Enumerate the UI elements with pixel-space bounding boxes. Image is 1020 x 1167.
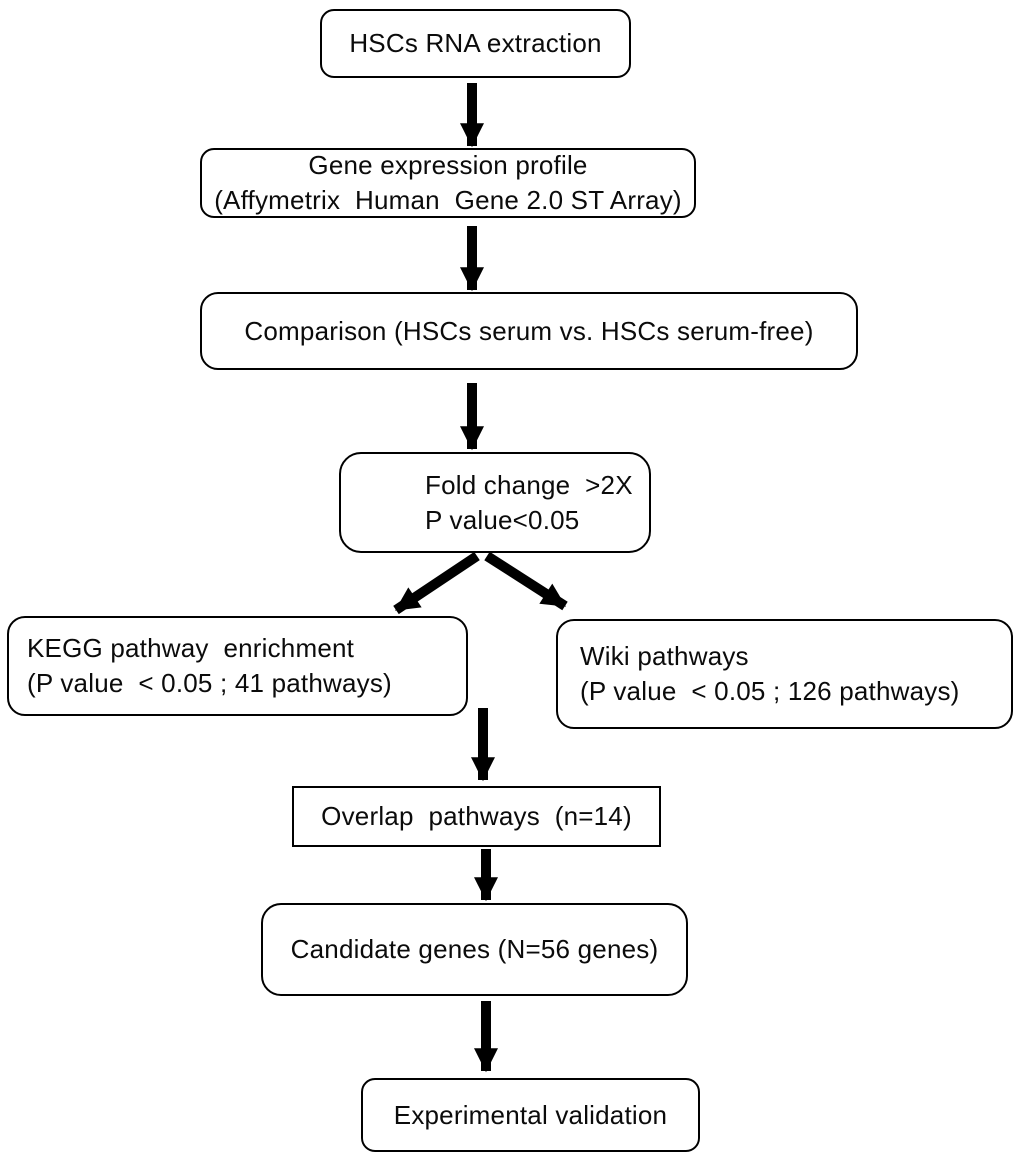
- arrow-foldchange-to-kegg: [393, 551, 480, 615]
- node-overlap-pathways: Overlap pathways (n=14): [292, 786, 661, 847]
- node-comparison: Comparison (HSCs serum vs. HSCs serum-fr…: [200, 292, 858, 370]
- node-gene-expression-profile: Gene expression profile (Affymetrix Huma…: [200, 148, 696, 218]
- node-label: Comparison (HSCs serum vs. HSCs serum-fr…: [244, 315, 814, 346]
- node-label: HSCs RNA extraction: [349, 28, 602, 58]
- node-fold-change-filter: Fold change >2X P value<0.05: [339, 452, 651, 553]
- node-label: Candidate genes (N=56 genes): [290, 934, 659, 964]
- node-candidate-genes: Candidate genes (N=56 genes): [261, 903, 688, 996]
- node-experimental-validation: Experimental validation: [361, 1078, 700, 1152]
- node-sublabel: (P value < 0.05 ; 126 pathways): [580, 676, 960, 706]
- node-label: Overlap pathways (n=14): [321, 801, 632, 831]
- node-label: KEGG pathway enrichment: [27, 633, 355, 663]
- arrow-foldchange-to-wiki: [484, 551, 568, 611]
- node-sublabel: (P value < 0.05 ; 41 pathways): [27, 668, 392, 698]
- node-hscs-rna-extraction: HSCs RNA extraction: [320, 9, 631, 78]
- node-sublabel: (Affymetrix Human Gene 2.0 ST Array): [214, 185, 682, 215]
- node-label: Experimental validation: [393, 1099, 668, 1130]
- node-kegg-pathway-enrichment: KEGG pathway enrichment (P value < 0.05 …: [7, 616, 468, 716]
- node-sublabel: P value<0.05: [425, 504, 580, 535]
- node-label: Gene expression profile: [308, 150, 588, 180]
- node-wiki-pathways: Wiki pathways (P value < 0.05 ; 126 path…: [556, 619, 1013, 729]
- node-label: Fold change >2X: [425, 469, 633, 500]
- node-label: Wiki pathways: [580, 641, 749, 671]
